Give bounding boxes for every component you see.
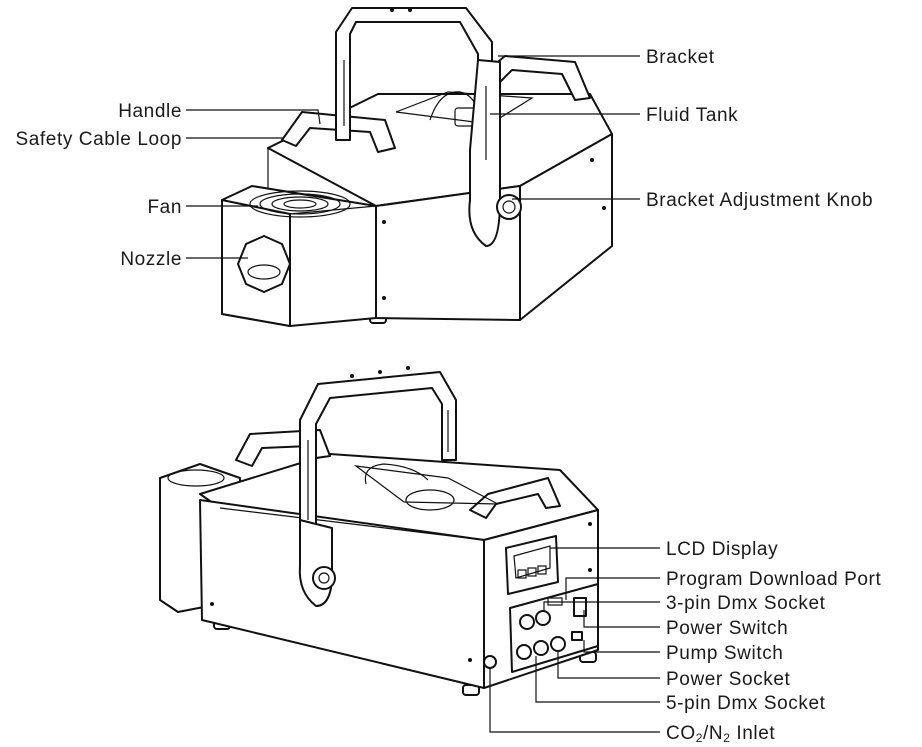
label-power-socket: Power Socket — [666, 669, 791, 690]
machine-rear-view — [159, 366, 599, 696]
label-fan: Fan — [147, 197, 182, 218]
label-gas-inlet-a: CO — [666, 723, 696, 744]
leader-lines — [186, 55, 660, 733]
leader-gas-inlet — [489, 668, 660, 733]
label-gas-inlet-b-sub: 2 — [723, 731, 730, 745]
callout-labels: Bracket Handle Fluid Tank Safety Cable L… — [15, 47, 881, 745]
label-program-download-port: Program Download Port — [666, 569, 881, 590]
label-pump-switch: Pump Switch — [666, 643, 783, 664]
label-lcd-display: LCD Display — [666, 539, 778, 560]
label-nozzle: Nozzle — [120, 249, 182, 270]
leader-3pin-dmx — [543, 601, 660, 612]
label-bracket: Bracket — [646, 47, 715, 68]
label-fluid-tank: Fluid Tank — [646, 105, 738, 126]
leader-pump-switch — [583, 640, 660, 653]
label-3pin-dmx-socket: 3-pin Dmx Socket — [666, 593, 826, 614]
label-power-switch: Power Switch — [666, 618, 788, 639]
machine-front-view — [221, 7, 613, 327]
leader-handle — [186, 109, 321, 125]
leader-5pin-dmx — [535, 656, 660, 703]
label-handle: Handle — [118, 101, 182, 122]
leader-program-port — [565, 577, 660, 600]
label-gas-inlet-sep: /N — [703, 723, 723, 744]
label-gas-inlet-a-sub: 2 — [696, 731, 703, 745]
label-gas-inlet-rest: Inlet — [730, 723, 775, 744]
leader-power-socket — [557, 652, 660, 679]
label-gas-inlet: CO2/N2 Inlet — [666, 723, 775, 745]
label-5pin-dmx-socket: 5-pin Dmx Socket — [666, 693, 826, 714]
leader-power-switch — [583, 610, 660, 628]
label-safety-cable-loop: Safety Cable Loop — [15, 129, 182, 150]
label-bracket-adjustment-knob: Bracket Adjustment Knob — [646, 190, 873, 211]
